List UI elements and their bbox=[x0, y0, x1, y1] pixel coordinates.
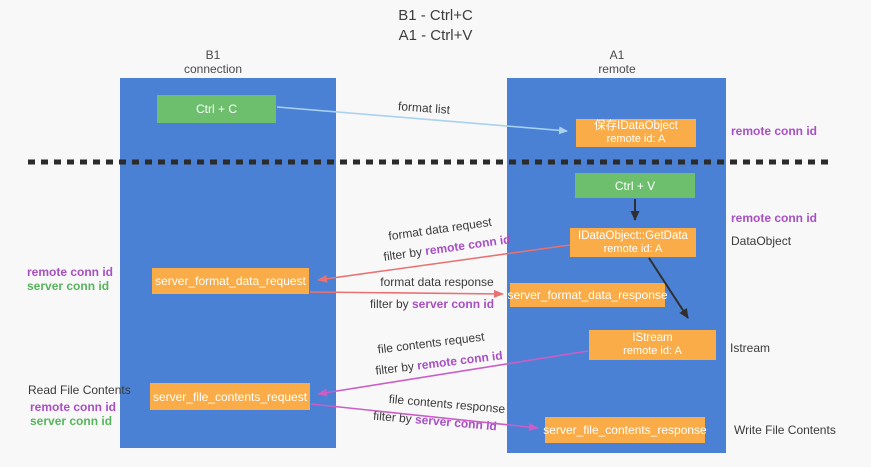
left-server-conn-id-1: server conn id bbox=[27, 279, 110, 293]
server-format-data-response-box: server_format_data_response bbox=[507, 283, 668, 307]
idataobject-getdata-box: IDataObject::GetData remote id: A bbox=[570, 228, 696, 257]
filter-by-text-3: filter by bbox=[374, 358, 419, 378]
server-format-data-request-box: server_format_data_request bbox=[152, 268, 309, 294]
left-remote-conn-id-1: remote conn id bbox=[27, 265, 114, 279]
diagram-title: B1 - Ctrl+C A1 - Ctrl+V bbox=[0, 6, 871, 46]
save-idataobject-line1: 保存IDataObject bbox=[594, 120, 678, 132]
istream-box: IStream remote id: A bbox=[589, 330, 716, 360]
ctrl-v-box: Ctrl + V bbox=[575, 173, 695, 198]
format-list-label: format list bbox=[397, 99, 451, 117]
format-data-response-arrow bbox=[309, 289, 504, 298]
istream-line1: IStream bbox=[632, 332, 673, 344]
read-file-contents-label: Read File Contents bbox=[28, 383, 131, 397]
save-idataobject-line2: remote id: A bbox=[606, 133, 666, 145]
ctrl-v-label: Ctrl + V bbox=[614, 178, 656, 193]
filter-by-text-2: filter by bbox=[369, 297, 412, 311]
server-file-contents-request-label: server_file_contents_request bbox=[152, 389, 308, 404]
ctrl-c-box: Ctrl + C bbox=[157, 95, 276, 123]
server-file-contents-request-box: server_file_contents_request bbox=[150, 383, 310, 410]
left-remote-conn-id-2: remote conn id bbox=[30, 400, 117, 414]
remote-conn-id-text-3: remote conn id bbox=[416, 348, 504, 373]
format-data-response-filter-label: filter by server conn id bbox=[370, 297, 494, 311]
write-file-contents-label: Write File Contents bbox=[734, 423, 836, 437]
server-format-data-request-label: server_format_data_request bbox=[155, 274, 306, 288]
right-remote-conn-id-mid: remote conn id bbox=[731, 211, 818, 225]
title-line-1: B1 - Ctrl+C bbox=[398, 7, 473, 24]
save-idataobject-box: 保存IDataObject remote id: A bbox=[576, 119, 696, 147]
server-file-contents-response-label: server_file_contents_response bbox=[543, 423, 707, 437]
right-column-header-line2: remote bbox=[598, 62, 636, 76]
right-remote-conn-id-top: remote conn id bbox=[731, 124, 818, 138]
filter-by-text-1: filter by bbox=[382, 244, 427, 264]
istream-line2: remote id: A bbox=[623, 345, 682, 357]
server-format-data-response-label: server_format_data_response bbox=[507, 288, 668, 302]
left-column-header-line2: connection bbox=[183, 62, 243, 76]
left-server-conn-id-2: server conn id bbox=[30, 414, 113, 428]
format-data-response-label: format data response bbox=[380, 275, 494, 289]
left-column-header-line1: B1 bbox=[205, 48, 221, 62]
server-conn-id-text-4: server conn id bbox=[414, 412, 498, 434]
istream-side-label: Istream bbox=[730, 341, 771, 355]
idataobject-getdata-line1: IDataObject::GetData bbox=[578, 229, 688, 242]
dataobject-label: DataObject bbox=[731, 234, 792, 248]
server-conn-id-text-2: server conn id bbox=[411, 297, 495, 311]
left-column-header: B1 connection bbox=[153, 48, 273, 76]
ctrl-c-label: Ctrl + C bbox=[195, 102, 237, 116]
idataobject-getdata-line2: remote id: A bbox=[603, 242, 663, 255]
right-column-header: A1 remote bbox=[557, 48, 677, 76]
server-file-contents-response-box: server_file_contents_response bbox=[543, 417, 707, 443]
title-line-2: A1 - Ctrl+V bbox=[398, 27, 473, 44]
right-column-header-line1: A1 bbox=[609, 48, 625, 62]
filter-by-text-4: filter by bbox=[372, 408, 416, 427]
